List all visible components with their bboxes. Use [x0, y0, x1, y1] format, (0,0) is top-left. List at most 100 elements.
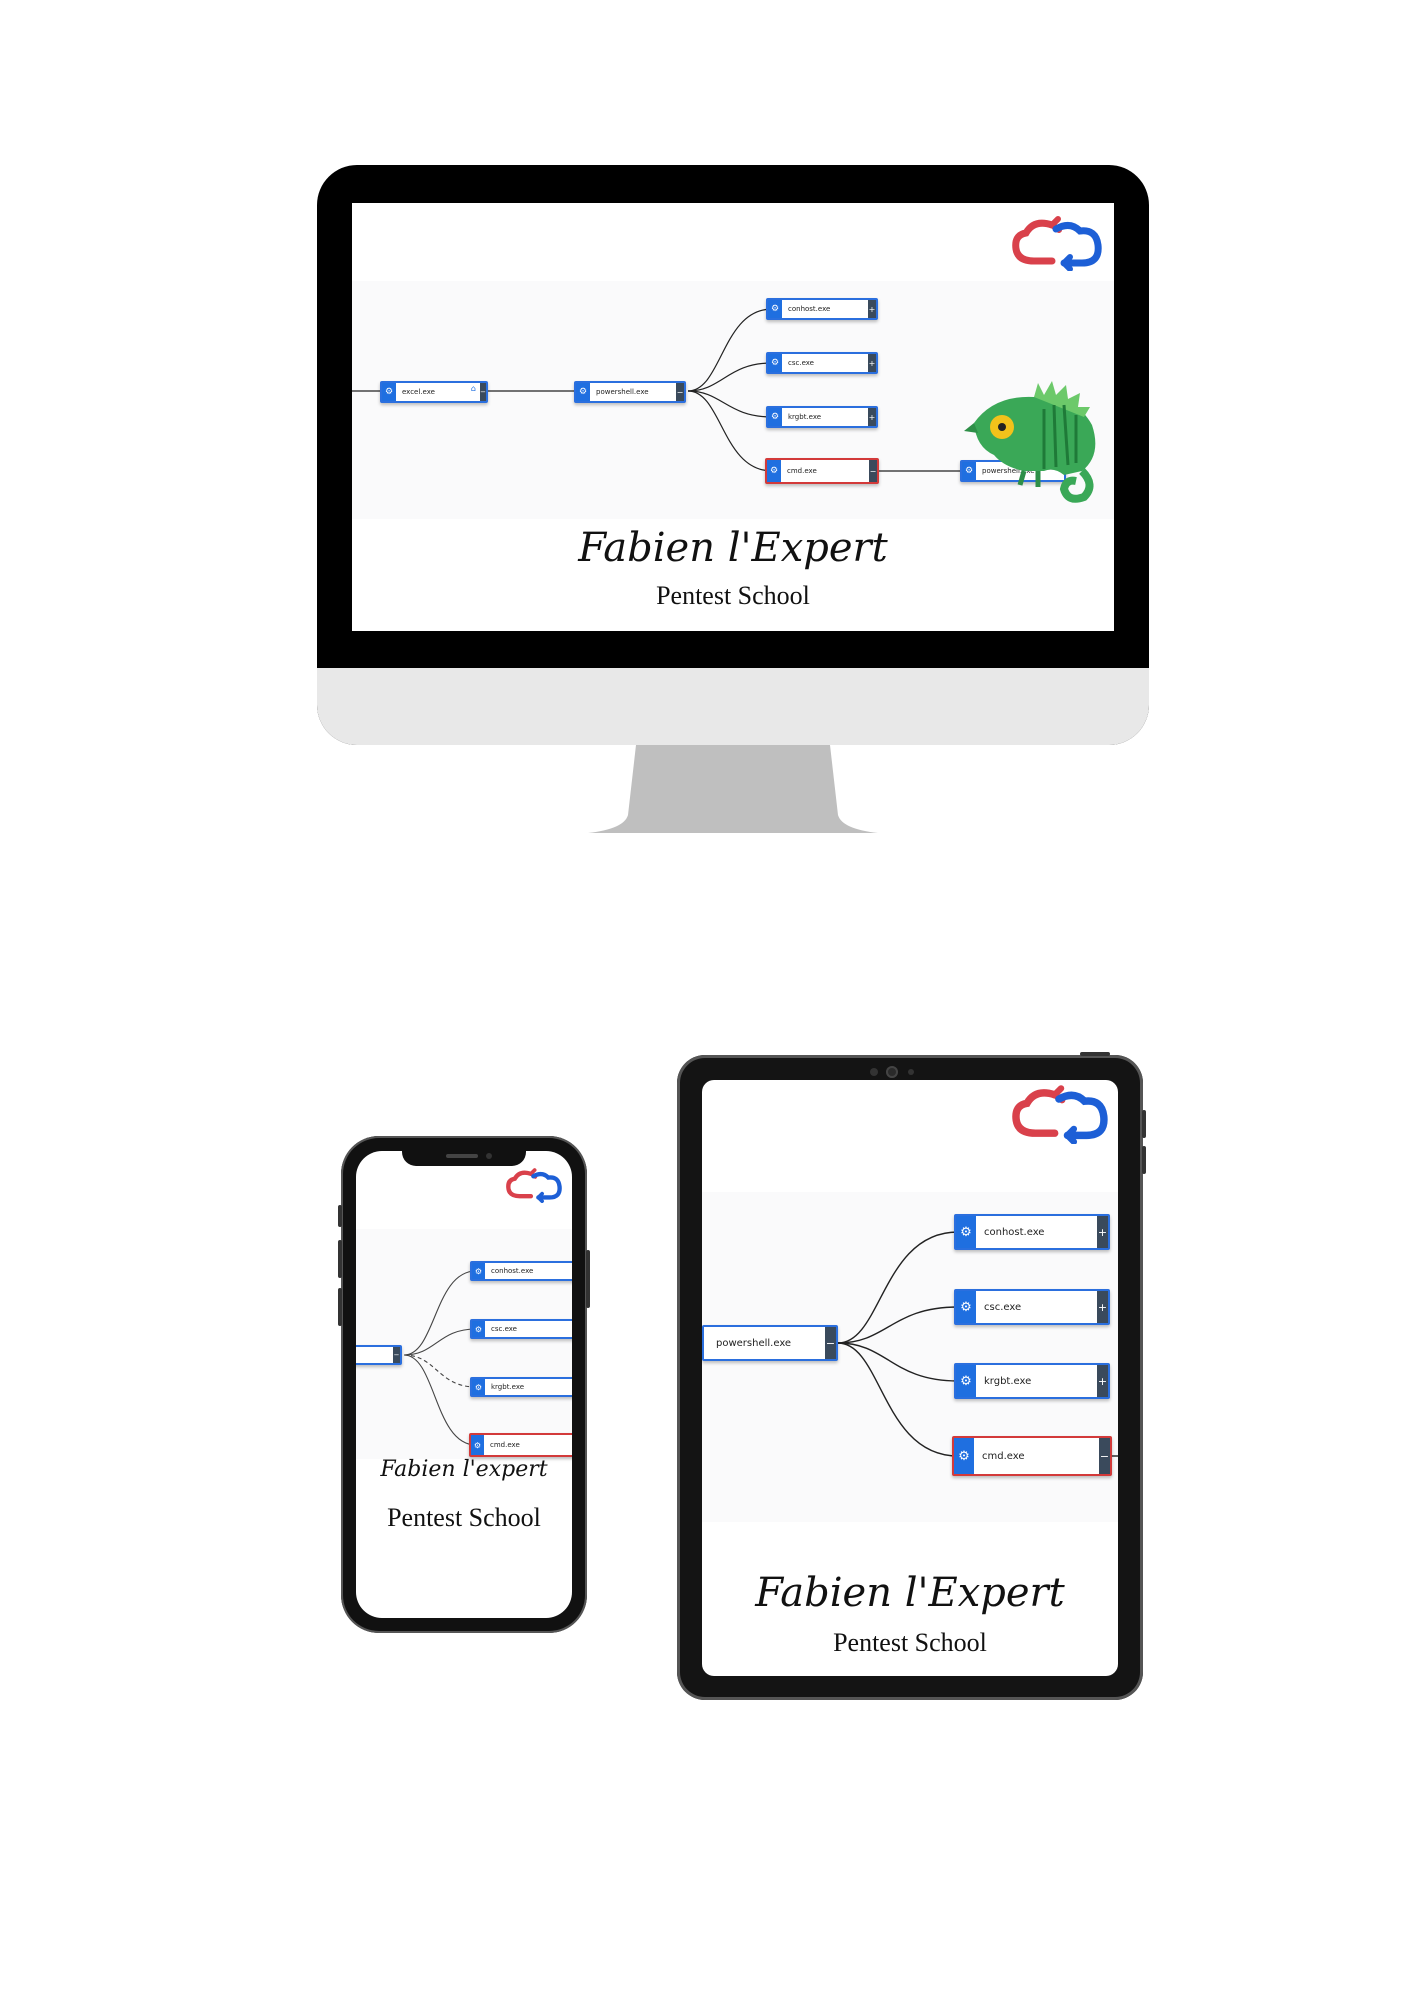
- node-label: csc.exe: [491, 1325, 517, 1333]
- node-label: conhost.exe: [788, 305, 831, 313]
- gear-icon: ⚙: [768, 300, 782, 318]
- gear-icon: ⚙: [962, 462, 976, 480]
- phone-power-button: [586, 1250, 590, 1308]
- phone-notch: [402, 1148, 526, 1166]
- expand-toggle[interactable]: +: [1097, 1291, 1108, 1323]
- tablet-mic: [908, 1069, 914, 1075]
- gear-icon: ⚙: [382, 383, 396, 401]
- node-label: powershell.exe: [596, 388, 649, 396]
- gear-icon: ⚙: [956, 1365, 976, 1397]
- node-label: krgbt.exe: [491, 1383, 525, 1391]
- signature-text: Fabien l'Expert: [578, 525, 888, 571]
- edge-csc: [403, 1328, 477, 1356]
- edge-krgbt: [403, 1354, 477, 1388]
- node-label: csc.exe: [788, 359, 814, 367]
- gear-icon: ⚙: [471, 1435, 484, 1455]
- monitor-chin: [317, 668, 1149, 745]
- process-tree-edges: [837, 1231, 1118, 1457]
- node-label: krgbt.exe: [788, 413, 822, 421]
- cloud-sync-logo-icon: [1012, 1085, 1108, 1144]
- expand-toggle[interactable]: +: [868, 408, 876, 426]
- node-label: csc.exe: [984, 1301, 1022, 1313]
- collapse-toggle[interactable]: −: [869, 460, 877, 482]
- edge-cmd: [837, 1342, 959, 1457]
- node-excel[interactable]: ⚙ excel.exe ⌂ −: [380, 381, 488, 403]
- signature-text: Fabien l'Expert: [755, 1570, 1065, 1616]
- edge-cmd: [687, 390, 773, 472]
- school-title: Pentest School: [387, 1503, 541, 1532]
- tablet-camera: [886, 1066, 898, 1078]
- node-powershell[interactable]: powershell.exe −: [702, 1325, 838, 1361]
- front-camera: [486, 1153, 492, 1159]
- node-krgbt[interactable]: ⚙ krgbt.exe +: [954, 1363, 1110, 1399]
- expand-toggle[interactable]: +: [1097, 1365, 1108, 1397]
- speaker-grille: [446, 1154, 478, 1158]
- cloud-sync-logo-icon: [506, 1168, 562, 1203]
- node-label: cmd.exe: [982, 1450, 1025, 1462]
- edge-krgbt: [837, 1342, 959, 1382]
- gear-icon: ⚙: [954, 1438, 974, 1474]
- edge-cmd: [403, 1354, 477, 1446]
- gear-icon: ⚙: [956, 1291, 976, 1323]
- home-icon: ⌂: [470, 384, 476, 393]
- node-label: cmd.exe: [787, 467, 817, 475]
- tablet-top-button: [1080, 1052, 1110, 1056]
- tablet-volume-down: [1142, 1146, 1146, 1174]
- gear-icon: ⚙: [472, 1263, 485, 1279]
- edge-conhost: [403, 1270, 477, 1356]
- node-powershell[interactable]: −: [356, 1345, 402, 1365]
- collapse-toggle[interactable]: −: [825, 1327, 836, 1359]
- node-krgbt[interactable]: ⚙ krgbt.exe +: [766, 406, 878, 428]
- node-conhost[interactable]: ⚙ conhost.exe +: [954, 1214, 1110, 1250]
- node-conhost[interactable]: ⚙ conhost.exe +: [766, 298, 878, 320]
- node-csc[interactable]: ⚙ csc.exe: [470, 1319, 572, 1339]
- node-csc[interactable]: ⚙ csc.exe +: [766, 352, 878, 374]
- monitor-stand: [588, 745, 878, 833]
- node-label: cmd.exe: [490, 1441, 520, 1449]
- school-title: Pentest School: [656, 581, 810, 610]
- gear-icon: ⚙: [767, 460, 781, 482]
- gear-icon: ⚙: [768, 354, 782, 372]
- cloud-sync-logo-icon: [1012, 216, 1102, 271]
- collapse-toggle[interactable]: −: [480, 383, 486, 401]
- collapse-toggle[interactable]: −: [676, 383, 684, 401]
- gear-icon: ⚙: [768, 408, 782, 426]
- chameleon-mascot-icon: [964, 381, 1096, 503]
- node-csc[interactable]: ⚙ csc.exe +: [954, 1289, 1110, 1325]
- expand-toggle[interactable]: +: [868, 300, 876, 318]
- node-label: krgbt.exe: [984, 1375, 1032, 1387]
- process-tree-edges: [403, 1270, 477, 1446]
- collapse-toggle[interactable]: −: [393, 1347, 400, 1363]
- gear-icon: ⚙: [576, 383, 590, 401]
- node-powershell[interactable]: ⚙ powershell.exe −: [574, 381, 686, 403]
- node-conhost[interactable]: ⚙ conhost.exe: [470, 1261, 572, 1281]
- phone-screen: − ⚙ conhost.exe ⚙ csc.exe ⚙ krgbt.exe ⚙ …: [356, 1151, 572, 1618]
- node-label: conhost.exe: [491, 1267, 534, 1275]
- gear-icon: ⚙: [956, 1216, 976, 1248]
- process-tree-edges: [352, 308, 960, 472]
- node-cmd[interactable]: ⚙ cmd.exe −: [765, 458, 879, 484]
- phone-volume-up: [338, 1240, 342, 1278]
- tablet-volume-up: [1142, 1110, 1146, 1138]
- node-label: conhost.exe: [984, 1226, 1045, 1238]
- node-krgbt[interactable]: ⚙ krgbt.exe: [470, 1377, 572, 1397]
- expand-toggle[interactable]: +: [868, 354, 876, 372]
- edge-csc: [837, 1306, 959, 1344]
- expand-toggle[interactable]: +: [1097, 1216, 1108, 1248]
- edge-csc: [687, 362, 773, 392]
- collapse-toggle[interactable]: −: [1099, 1438, 1110, 1474]
- gear-icon: ⚙: [472, 1321, 485, 1337]
- phone-volume-down: [338, 1288, 342, 1326]
- node-cmd[interactable]: ⚙ cmd.exe −: [952, 1436, 1112, 1476]
- phone-mute-switch: [338, 1205, 342, 1227]
- school-title: Pentest School: [833, 1628, 987, 1657]
- monitor-screen: ⚙ excel.exe ⌂ − ⚙ powershell.exe − ⚙ con…: [352, 203, 1114, 631]
- node-label: powershell.exe: [716, 1337, 792, 1349]
- signature-text: Fabien l'expert: [380, 1457, 548, 1482]
- edge-conhost: [837, 1231, 959, 1344]
- edge-krgbt: [687, 390, 773, 418]
- gear-icon: ⚙: [472, 1379, 485, 1395]
- node-cmd[interactable]: ⚙ cmd.exe: [469, 1433, 572, 1457]
- tablet-sensor: [870, 1068, 878, 1076]
- node-label: excel.exe: [402, 388, 435, 396]
